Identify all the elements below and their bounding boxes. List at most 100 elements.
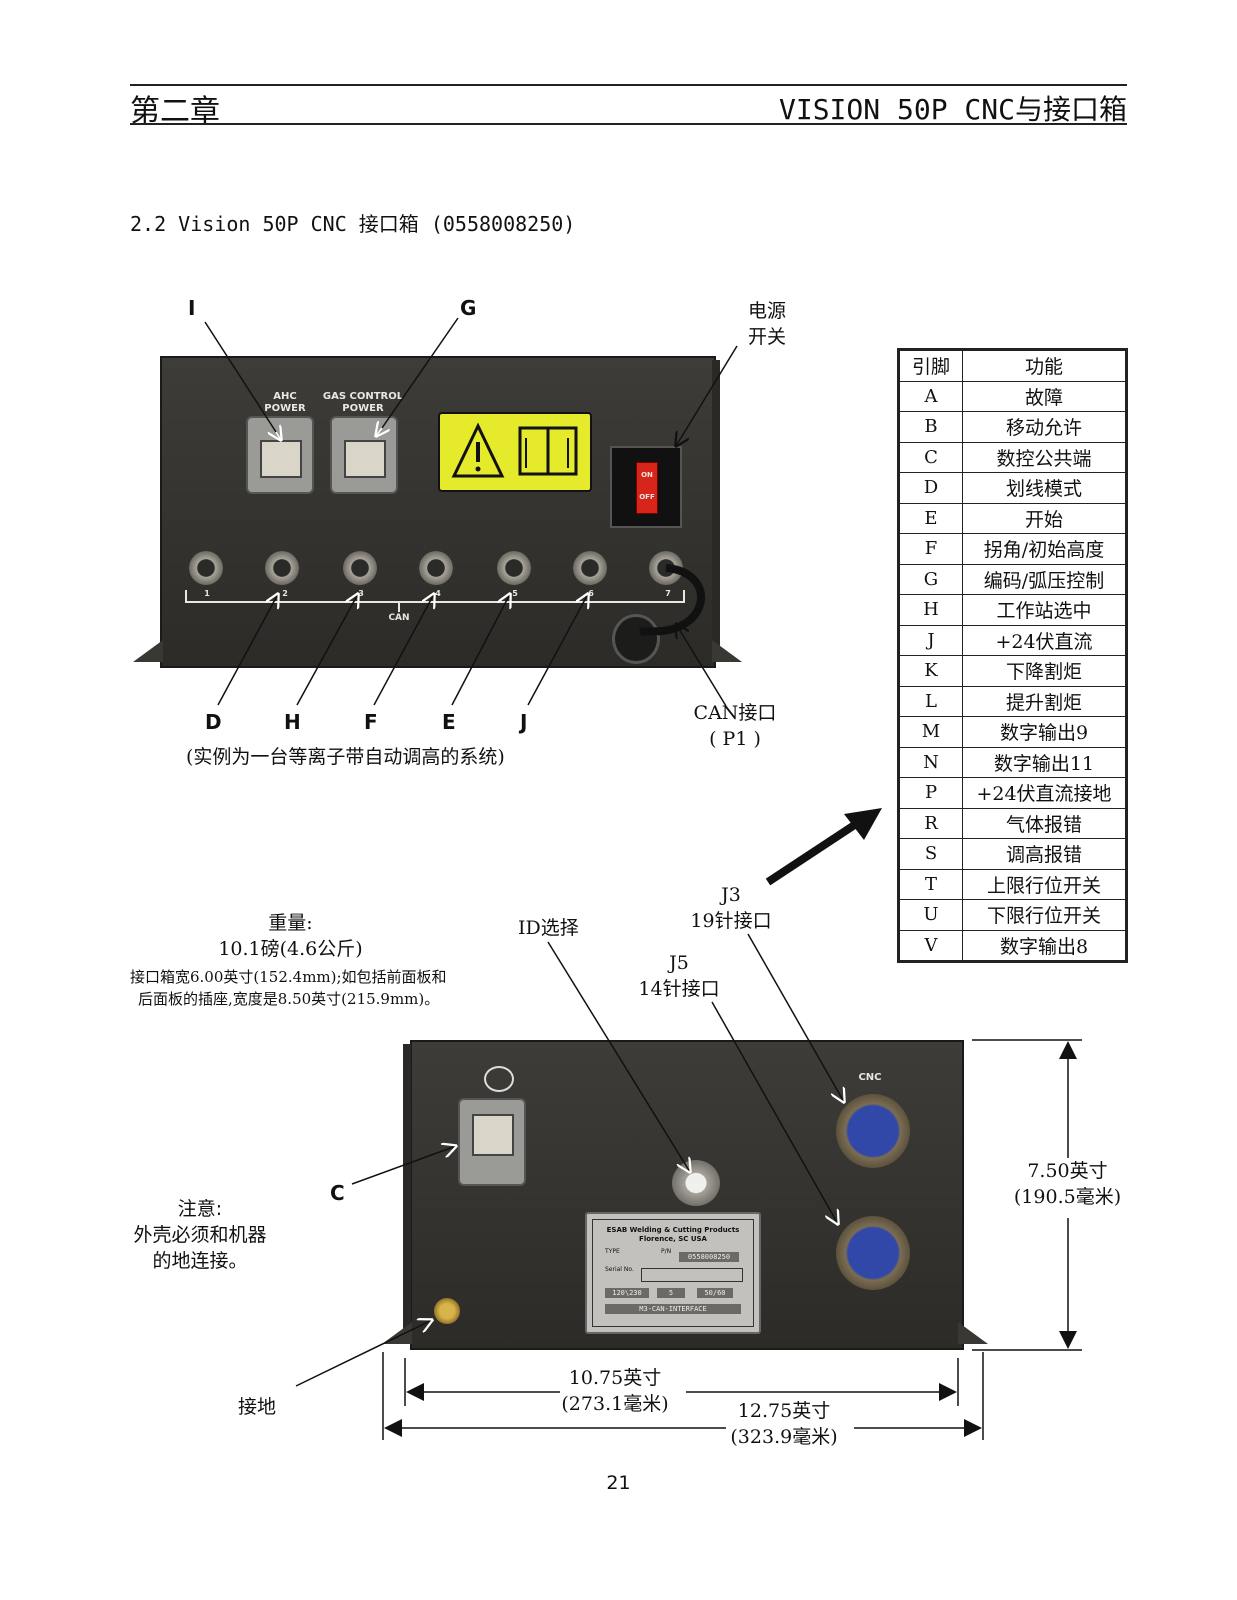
outer-width-mm: (323.9毫米) <box>730 1426 838 1448</box>
can-connector-p1 <box>612 614 660 664</box>
table-header-row: 引脚 功能 <box>898 349 1127 382</box>
nameplate-pn-value: 0558008250 <box>679 1252 739 1262</box>
pin-function-cell: 数字输出9 <box>962 716 1127 748</box>
pin-function-cell: 调高报错 <box>962 838 1127 870</box>
rear-panel-side <box>403 1044 411 1344</box>
pin-letter-cell: C <box>898 441 963 473</box>
height-dimension-label: 7.50英寸 (190.5毫米) <box>1005 1158 1130 1210</box>
section-title: 2.2 Vision 50P CNC 接口箱 (0558008250) <box>130 212 576 236</box>
can-port-label-line2: ( P1 ) <box>709 728 761 750</box>
pin-letter-cell: A <box>898 380 963 412</box>
front-view-caption: (实例为一台等离子带自动调高的系统) <box>186 746 505 768</box>
dimension-note: 接口箱宽6.00英寸(152.4mm);如包括前面板和 后面板的插座,宽度是8.… <box>130 966 490 1010</box>
pin-letter-cell: E <box>898 502 963 534</box>
weight-label: 重量: 10.1磅(4.6公斤) <box>218 910 363 962</box>
weight-value: 10.1磅(4.6公斤) <box>218 938 363 960</box>
header-rule-top <box>130 84 1127 86</box>
j5-14-pin-connector <box>836 1216 910 1290</box>
pin-letter-cell: J <box>898 624 963 656</box>
j5-label-line2: 14针接口 <box>638 978 720 1000</box>
pin-letter-cell: D <box>898 472 963 504</box>
pin-letter-cell: M <box>898 716 963 748</box>
pin-function-cell: 下降割炬 <box>962 655 1127 687</box>
port-number-5: 5 <box>512 589 518 598</box>
weight-label-title: 重量: <box>268 912 313 934</box>
pin-function-cell: 提升割炬 <box>962 685 1127 717</box>
nameplate-company: ESAB Welding & Cutting Products <box>606 1226 740 1234</box>
pin-column-header: 引脚 <box>898 349 963 382</box>
switch-off-label: OFF <box>639 493 655 501</box>
nameplate-amperage: 5 <box>657 1288 685 1298</box>
cnc-connector-label: CNC <box>858 1072 882 1083</box>
table-row: P+24伏直流接地 <box>898 777 1127 809</box>
pin-letter-cell: T <box>898 868 963 900</box>
power-switch-label-line1: 电源 <box>748 300 787 322</box>
grounding-note-line2: 的地连接。 <box>152 1250 248 1272</box>
port-4 <box>419 551 453 585</box>
outer-width-label: 12.75英寸 (323.9毫米) <box>722 1398 846 1450</box>
pin-function-cell: 数字输出8 <box>962 929 1127 962</box>
pin-letter-cell: F <box>898 533 963 565</box>
pin-letter-cell: N <box>898 746 963 778</box>
nameplate: ESAB Welding & Cutting Products Florence… <box>585 1212 761 1334</box>
power-switch[interactable]: ON OFF <box>636 462 658 514</box>
chapter-title: VISION 50P CNC与接口箱 <box>778 93 1127 126</box>
pin-function-cell: 下限行位开关 <box>962 899 1127 931</box>
height-inches: 7.50英寸 <box>1027 1160 1108 1182</box>
callout-letter-e: E <box>442 710 456 734</box>
pin-function-cell: 气体报错 <box>962 807 1127 839</box>
pin-letter-cell: U <box>898 899 963 931</box>
power-switch-label-line2: 开关 <box>748 326 787 348</box>
callout-letter-g: G <box>460 296 477 320</box>
ground-label: 接地 <box>238 1396 277 1418</box>
port-3 <box>343 551 377 585</box>
pin-letter-cell: L <box>898 685 963 717</box>
pin-function-cell: 移动允许 <box>962 411 1127 443</box>
j3-19-pin-connector <box>836 1094 910 1168</box>
nameplate-model: M3-CAN-INTERFACE <box>605 1304 741 1314</box>
table-row: J+24伏直流 <box>898 624 1127 656</box>
pin-function-cell: 数控公共端 <box>962 441 1127 473</box>
nameplate-frequency: 50/60 <box>697 1288 733 1298</box>
power-switch-label: 电源 开关 <box>748 298 786 350</box>
height-mm: (190.5毫米) <box>1013 1186 1122 1208</box>
page-number: 21 <box>606 1472 631 1494</box>
port-number-3: 3 <box>358 589 364 598</box>
j5-label: J5 14针接口 <box>634 950 724 1002</box>
j3-label-line1: J3 <box>721 884 741 906</box>
can-port-label-line1: CAN接口 <box>693 702 777 724</box>
port-number-7: 7 <box>665 589 671 598</box>
inner-width-label: 10.75英寸 (273.1毫米) <box>555 1365 675 1417</box>
grounding-note-title: 注意: <box>177 1198 223 1220</box>
port-2 <box>265 551 299 585</box>
dimension-note-line2: 后面板的插座,宽度是8.50英寸(215.9mm)。 <box>138 990 440 1008</box>
pin-function-cell: 故障 <box>962 380 1127 412</box>
table-pointer-arrow <box>765 808 882 886</box>
port-number-1: 1 <box>204 589 210 598</box>
port-1 <box>189 551 223 585</box>
function-column-header: 功能 <box>962 349 1127 382</box>
front-panel-side <box>712 360 720 660</box>
callout-letter-i: I <box>188 296 196 320</box>
pin-letter-cell: R <box>898 807 963 839</box>
pin-letter-cell: K <box>898 655 963 687</box>
j3-label-line2: 19针接口 <box>690 910 772 932</box>
callout-letter-f: F <box>364 710 378 734</box>
power-switch-housing: ON OFF <box>610 446 682 528</box>
power-symbol-icon <box>484 1066 514 1092</box>
can-bus-label: CAN <box>388 613 410 623</box>
grounding-note-line1: 外壳必须和机器 <box>133 1224 267 1246</box>
dimension-note-line1: 接口箱宽6.00英寸(152.4mm);如包括前面板和 <box>130 968 447 986</box>
